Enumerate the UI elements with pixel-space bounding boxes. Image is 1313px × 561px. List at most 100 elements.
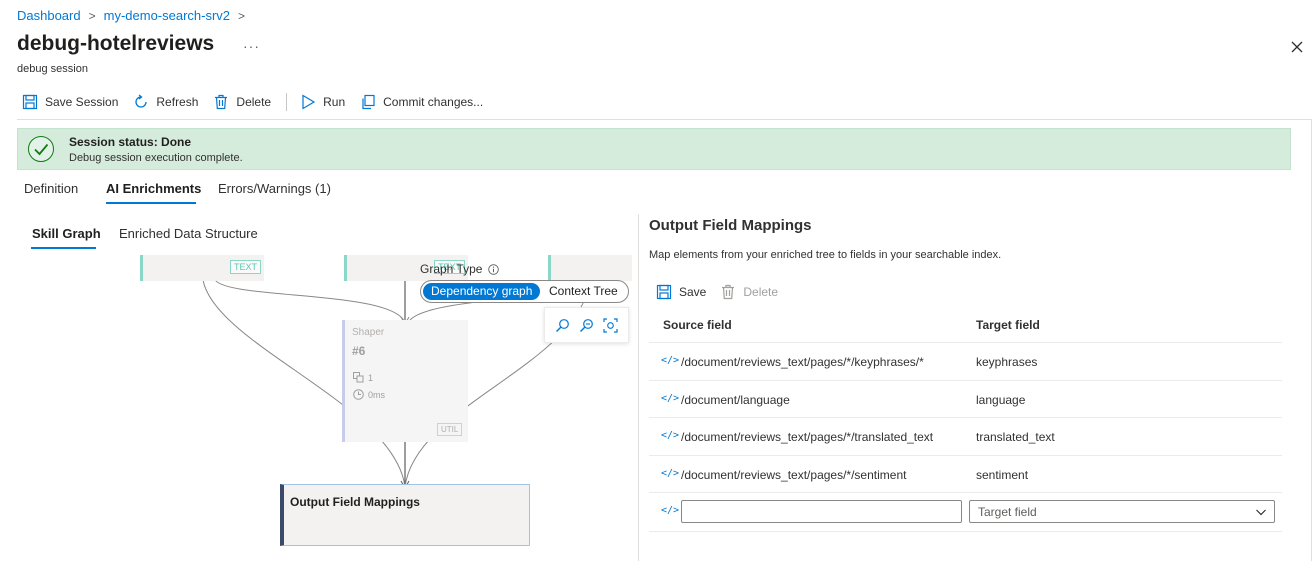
output-field-mappings-node[interactable]: Output Field Mappings [280,484,530,546]
trash-icon [215,94,228,110]
skill-number: #6 [352,344,366,358]
target-field-cell: language [976,393,1026,407]
skill-execution-count: 1 [353,372,373,383]
run-button[interactable]: Run [300,94,345,110]
type-badge: TEXT [434,260,466,274]
target-field-dropdown[interactable]: Target field [969,500,1275,523]
status-description: Debug session execution complete. [69,152,243,164]
info-icon[interactable] [488,263,500,275]
table-row[interactable]: </> /document/reviews_text/pages/*/trans… [649,417,1282,455]
shaper-skill-node[interactable]: Shaper #6 1 0ms UTIL [342,320,468,442]
tab-skill-graph[interactable]: Skill Graph [32,226,101,241]
skill-graph-canvas[interactable]: TEXT TEXT Shaper #6 1 0ms UTIL Output Fi… [0,255,632,561]
save-icon [22,94,38,110]
skill-node[interactable] [548,255,632,281]
table-row[interactable]: </> /document/reviews_text/pages/*/keyph… [649,342,1282,380]
target-field-placeholder: Target field [978,505,1037,519]
tab-enriched-data-structure[interactable]: Enriched Data Structure [119,226,258,241]
context-tree-option[interactable]: Context Tree [549,284,618,298]
delete-label: Delete [743,285,779,299]
save-label: Save [679,285,707,299]
status-banner: Session status: Done Debug session execu… [17,128,1291,170]
success-check-icon [28,136,54,162]
zoom-controls [544,307,629,343]
graph-type-text: Graph Type [420,262,483,276]
save-mappings-button[interactable]: Save [656,284,706,300]
commit-changes-label: Commit changes... [383,95,484,109]
breadcrumb-service-link[interactable]: my-demo-search-srv2 [103,8,231,23]
zoom-out-icon[interactable] [579,318,594,333]
panel-edge [1311,120,1312,561]
tab-ai-enrichments[interactable]: AI Enrichments [106,181,202,196]
code-icon: </> [661,430,680,441]
table-row[interactable]: </> /document/language language [649,380,1282,418]
column-header-target: Target field [976,318,1040,332]
new-source-field-input[interactable] [681,500,962,523]
dependency-graph-option[interactable]: Dependency graph [423,283,541,300]
skill-time-value: 0ms [368,389,386,400]
skill-type-label: Shaper [352,327,385,338]
breadcrumb-separator: > [238,8,246,23]
save-session-label: Save Session [45,95,119,109]
mappings-toolbar: Save Delete [656,284,778,300]
skill-count-value: 1 [368,372,374,383]
clock-icon [353,389,364,400]
graph-type-toggle: Dependency graph Context Tree [420,280,629,303]
target-field-cell: keyphrases [976,355,1038,369]
code-icon: </> [661,355,680,366]
code-icon: </> [661,393,680,404]
tab-errors-warnings[interactable]: Errors/Warnings (1) [218,181,331,196]
delete-label: Delete [236,95,272,109]
fit-to-screen-icon[interactable] [603,317,618,333]
copies-icon [353,372,364,383]
toolbar-divider [286,93,288,111]
refresh-button[interactable]: Refresh [133,94,198,110]
refresh-label: Refresh [156,95,199,109]
source-field-cell: /document/reviews_text/pages/*/translate… [681,430,934,444]
play-icon [302,94,316,110]
page-subtitle: debug session [17,63,88,75]
commit-changes-button[interactable]: Commit changes... [360,94,483,110]
target-field-cell: translated_text [976,430,1055,444]
active-tab-indicator [106,202,196,204]
output-node-label: Output Field Mappings [290,495,420,509]
source-field-cell: /document/language [681,393,790,407]
type-badge: TEXT [230,260,262,274]
trash-icon [722,284,735,300]
skill-execution-time: 0ms [353,389,385,400]
more-options-icon[interactable]: ··· [243,38,260,54]
breadcrumb-dashboard-link[interactable]: Dashboard [17,8,81,23]
skill-node[interactable]: TEXT [344,255,468,281]
graph-type-label: Graph Type [420,262,500,276]
code-icon: </> [661,505,680,516]
toolbar-divider-line [17,119,1312,120]
row-divider [649,492,1282,493]
command-bar: Save Session Refresh Delete Run Commit c… [22,92,498,112]
panel-divider[interactable] [638,214,639,561]
code-icon: </> [661,468,680,479]
breadcrumb: Dashboard > my-demo-search-srv2 > [17,8,245,23]
panel-description: Map elements from your enriched tree to … [649,249,1002,261]
copy-icon [362,94,375,110]
page-title: debug-hotelreviews [17,32,215,55]
tab-definition[interactable]: Definition [24,181,79,196]
source-field-cell: /document/reviews_text/pages/*/keyphrase… [681,355,924,369]
row-divider [649,531,1282,532]
zoom-in-icon[interactable] [555,318,570,333]
source-field-cell: /document/reviews_text/pages/*/sentiment [681,468,907,482]
delete-button[interactable]: Delete [213,94,271,110]
save-icon [656,284,672,300]
table-row[interactable]: </> /document/reviews_text/pages/*/senti… [649,455,1282,493]
column-header-source: Source field [663,318,732,332]
panel-title: Output Field Mappings [649,217,812,234]
save-session-button[interactable]: Save Session [22,94,118,110]
run-label: Run [323,95,346,109]
breadcrumb-separator: > [88,8,96,23]
delete-mapping-button[interactable]: Delete [720,284,778,300]
skill-category-badge: UTIL [437,423,463,436]
active-subtab-indicator [31,247,96,249]
skill-node[interactable]: TEXT [140,255,264,281]
close-icon[interactable] [1288,38,1306,56]
refresh-icon [135,94,148,108]
status-title: Session status: Done [69,135,192,149]
